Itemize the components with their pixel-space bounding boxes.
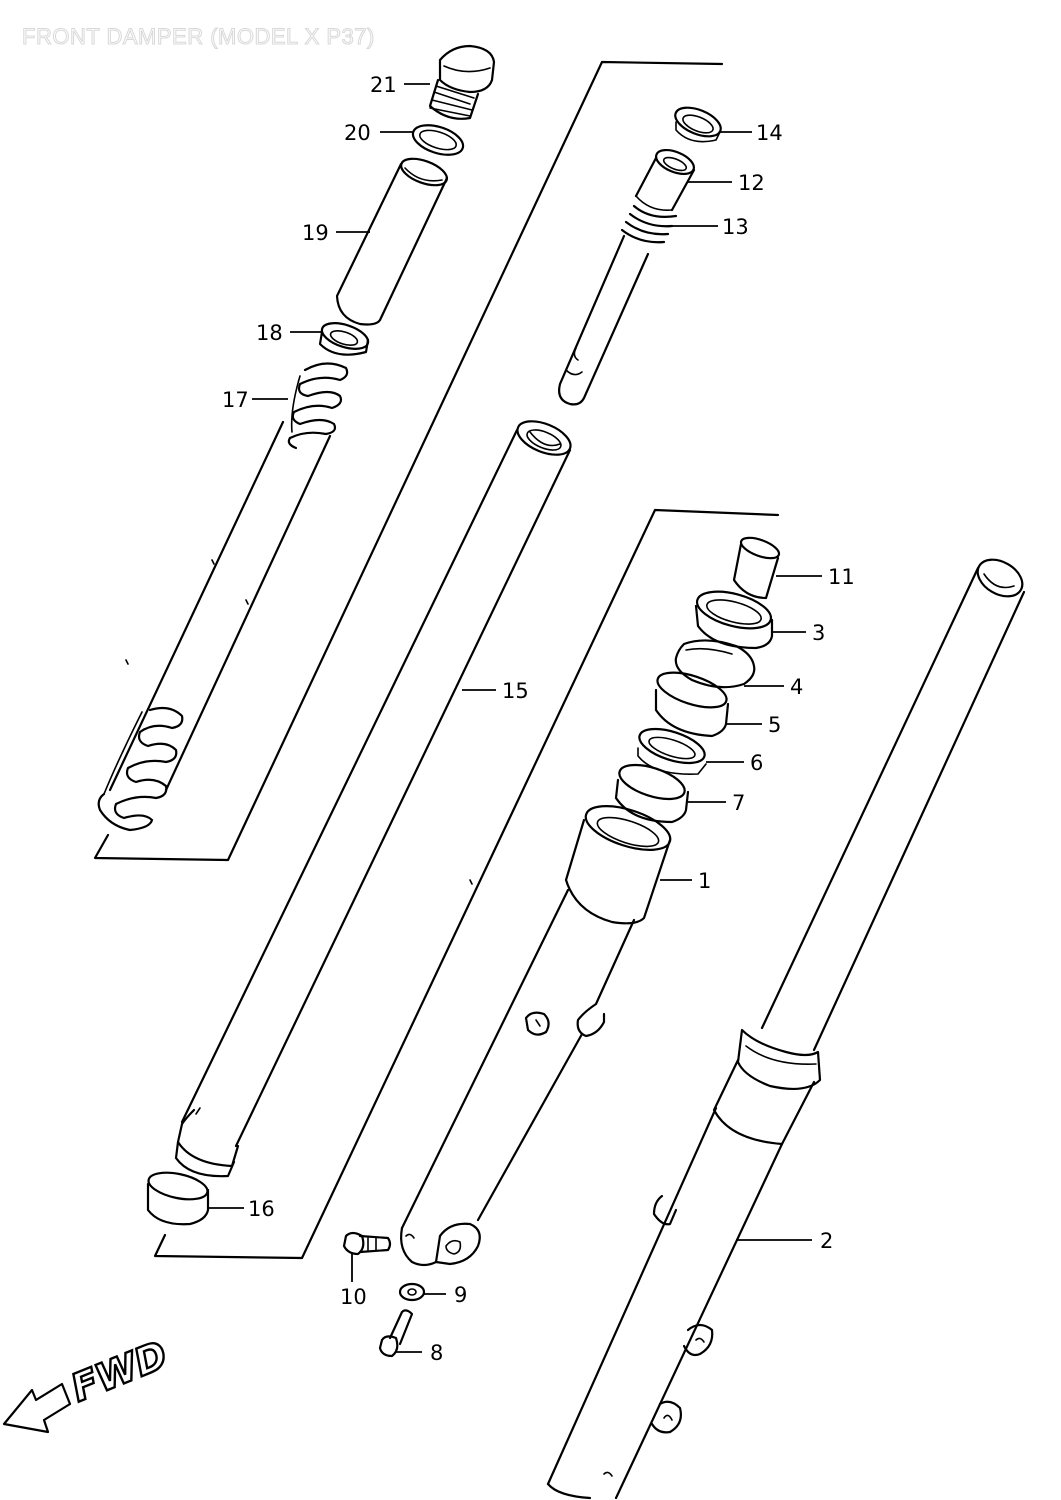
part-1-outer-tube bbox=[400, 805, 672, 1267]
part-label-20: 20 bbox=[344, 121, 371, 145]
part-label-2: 2 bbox=[820, 1229, 833, 1253]
part-label-13: 13 bbox=[722, 215, 749, 239]
part-label-4: 4 bbox=[790, 675, 803, 699]
fwd-direction-indicator: FWD bbox=[2, 1331, 175, 1434]
part-label-3: 3 bbox=[812, 621, 825, 645]
part-label-1: 1 bbox=[698, 869, 711, 893]
part-label-10: 10 bbox=[340, 1285, 367, 1309]
part-label-6: 6 bbox=[750, 751, 763, 775]
leader-lines bbox=[208, 83, 822, 1353]
part-5-oil-seal bbox=[654, 671, 730, 738]
part-label-7: 7 bbox=[732, 791, 745, 815]
part-label-9: 9 bbox=[454, 1283, 467, 1307]
fwd-label: FWD bbox=[65, 1332, 174, 1410]
part-2-outer-tube bbox=[546, 558, 1026, 1500]
part-8-drain-bolt bbox=[378, 1309, 414, 1358]
inner-tube-group-bracket bbox=[153, 508, 780, 1260]
part-14-ring bbox=[674, 106, 722, 143]
part-20-o-ring bbox=[411, 124, 465, 156]
diagram-title: FRONT DAMPER (MODEL X P37) bbox=[22, 24, 375, 49]
part-label-12: 12 bbox=[738, 171, 765, 195]
part-18-spring-seat bbox=[318, 322, 370, 356]
part-label-15: 15 bbox=[502, 679, 529, 703]
part-label-17: 17 bbox=[222, 388, 249, 412]
part-9-washer bbox=[398, 1282, 426, 1302]
part-label-16: 16 bbox=[248, 1197, 275, 1221]
part-19-spacer bbox=[335, 157, 449, 326]
part-10-bolt bbox=[342, 1231, 392, 1256]
part-16-bushing bbox=[146, 1171, 210, 1226]
part-3-dust-seal bbox=[694, 590, 774, 650]
part-label-18: 18 bbox=[256, 321, 283, 345]
part-13-piston-ring bbox=[558, 204, 678, 406]
part-label-19: 19 bbox=[302, 221, 329, 245]
spring-group-bracket bbox=[93, 60, 724, 862]
part-21-cap-bolt bbox=[428, 44, 496, 120]
part-labels: 21 20 19 18 17 14 12 13 11 3 4 5 6 7 1 1… bbox=[222, 73, 855, 1365]
part-label-21: 21 bbox=[370, 73, 397, 97]
part-label-11: 11 bbox=[828, 565, 855, 589]
part-label-14: 14 bbox=[756, 121, 783, 145]
part-label-8: 8 bbox=[430, 1341, 443, 1365]
part-15-inner-tube bbox=[174, 420, 572, 1178]
part-label-5: 5 bbox=[768, 713, 781, 737]
part-11-oil-lock-piece bbox=[732, 536, 781, 600]
part-17-fork-spring bbox=[97, 362, 349, 832]
part-12-damper-rod bbox=[634, 148, 696, 212]
part-7-guide-bushing bbox=[614, 763, 690, 824]
fwd-arrow-icon bbox=[2, 1382, 72, 1434]
part-4-stopper-ring bbox=[674, 639, 756, 689]
